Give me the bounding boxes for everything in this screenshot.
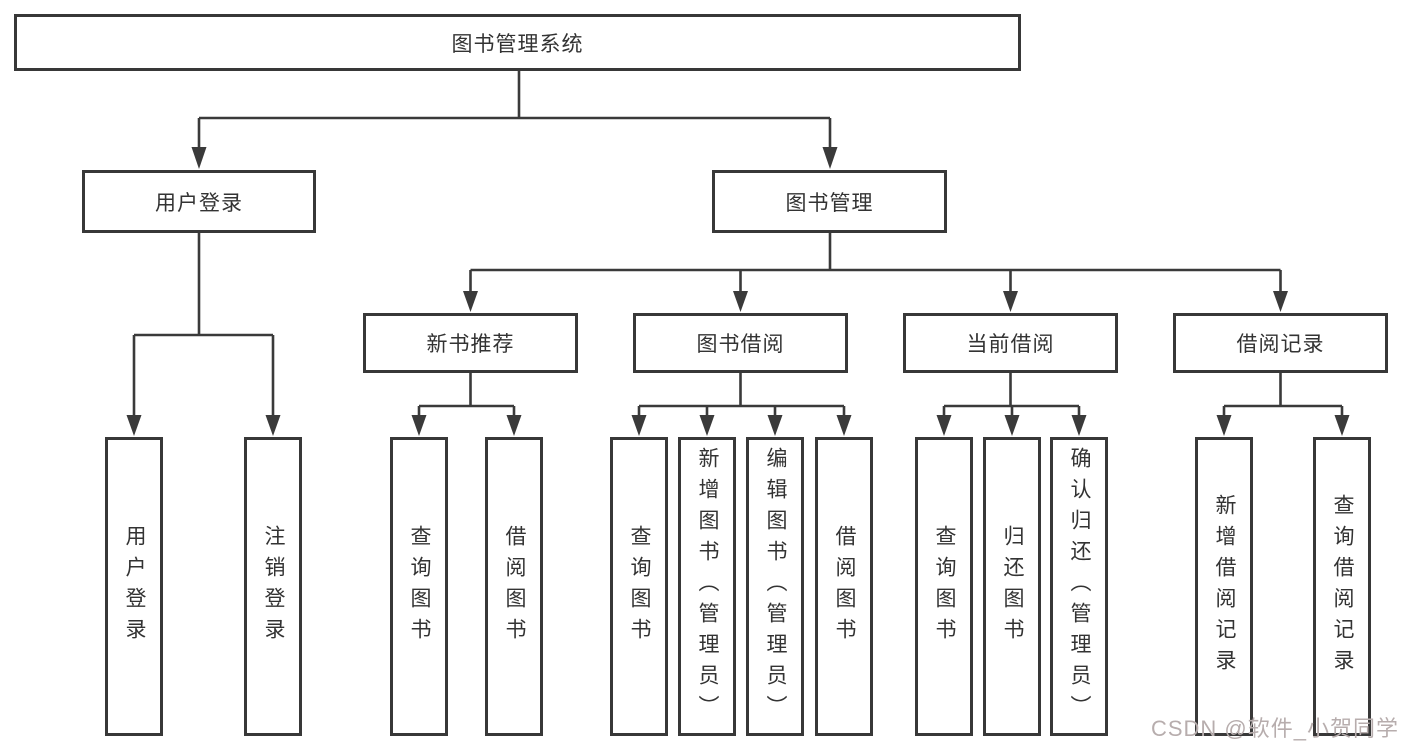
leaf-recommend-query-book: 查询图书 xyxy=(390,437,448,736)
leaf-logout-label: 注销登录 xyxy=(262,524,285,649)
leaf-query-borrow-record-label: 查询借阅记录 xyxy=(1331,493,1354,680)
leaf-recommend-borrow-book: 借阅图书 xyxy=(485,437,543,736)
node-book-management-label: 图书管理 xyxy=(785,191,874,215)
leaf-borrow-query-book: 查询图书 xyxy=(610,437,668,736)
leaf-current-query-book-label: 查询图书 xyxy=(933,524,956,649)
leaf-user-login-label: 用户登录 xyxy=(123,524,146,649)
leaf-user-login: 用户登录 xyxy=(105,437,163,736)
leaf-confirm-return-admin: 确认归还（管理员） xyxy=(1050,437,1108,736)
node-new-book-recommend: 新书推荐 xyxy=(363,313,578,373)
leaf-borrow-book-label: 借阅图书 xyxy=(833,524,856,649)
csdn-watermark: CSDN @软件_小贺同学 xyxy=(1150,716,1399,741)
node-borrow-record-label: 借阅记录 xyxy=(1236,333,1325,356)
leaf-add-borrow-record-label: 新增借阅记录 xyxy=(1213,493,1236,680)
node-new-book-recommend-label: 新书推荐 xyxy=(426,333,515,356)
leaf-add-borrow-record: 新增借阅记录 xyxy=(1195,437,1253,736)
leaf-current-query-book: 查询图书 xyxy=(915,437,973,736)
leaf-return-book: 归还图书 xyxy=(983,437,1041,736)
leaf-add-book-admin-label: 新增图书（管理员） xyxy=(696,447,719,726)
node-library-system: 图书管理系统 xyxy=(14,14,1021,71)
leaf-recommend-borrow-book-label: 借阅图书 xyxy=(503,524,526,649)
leaf-borrow-book: 借阅图书 xyxy=(815,437,873,736)
leaf-borrow-query-book-label: 查询图书 xyxy=(628,524,651,649)
leaf-logout: 注销登录 xyxy=(244,437,302,736)
node-user-login: 用户登录 xyxy=(82,170,316,233)
node-borrow-record: 借阅记录 xyxy=(1173,313,1388,373)
leaf-add-book-admin: 新增图书（管理员） xyxy=(678,437,736,736)
node-current-borrow: 当前借阅 xyxy=(903,313,1118,373)
leaf-edit-book-admin-label: 编辑图书（管理员） xyxy=(764,447,787,726)
leaf-confirm-return-admin-label: 确认归还（管理员） xyxy=(1068,447,1091,726)
node-user-login-label: 用户登录 xyxy=(155,191,243,215)
leaf-edit-book-admin: 编辑图书（管理员） xyxy=(746,437,804,736)
node-library-system-label: 图书管理系统 xyxy=(451,32,584,56)
leaf-return-book-label: 归还图书 xyxy=(1001,524,1024,649)
leaf-recommend-query-book-label: 查询图书 xyxy=(408,524,431,649)
leaf-query-borrow-record: 查询借阅记录 xyxy=(1313,437,1371,736)
node-book-borrow: 图书借阅 xyxy=(633,313,848,373)
node-current-borrow-label: 当前借阅 xyxy=(966,333,1055,356)
node-book-management: 图书管理 xyxy=(712,170,947,233)
node-book-borrow-label: 图书借阅 xyxy=(696,333,785,356)
